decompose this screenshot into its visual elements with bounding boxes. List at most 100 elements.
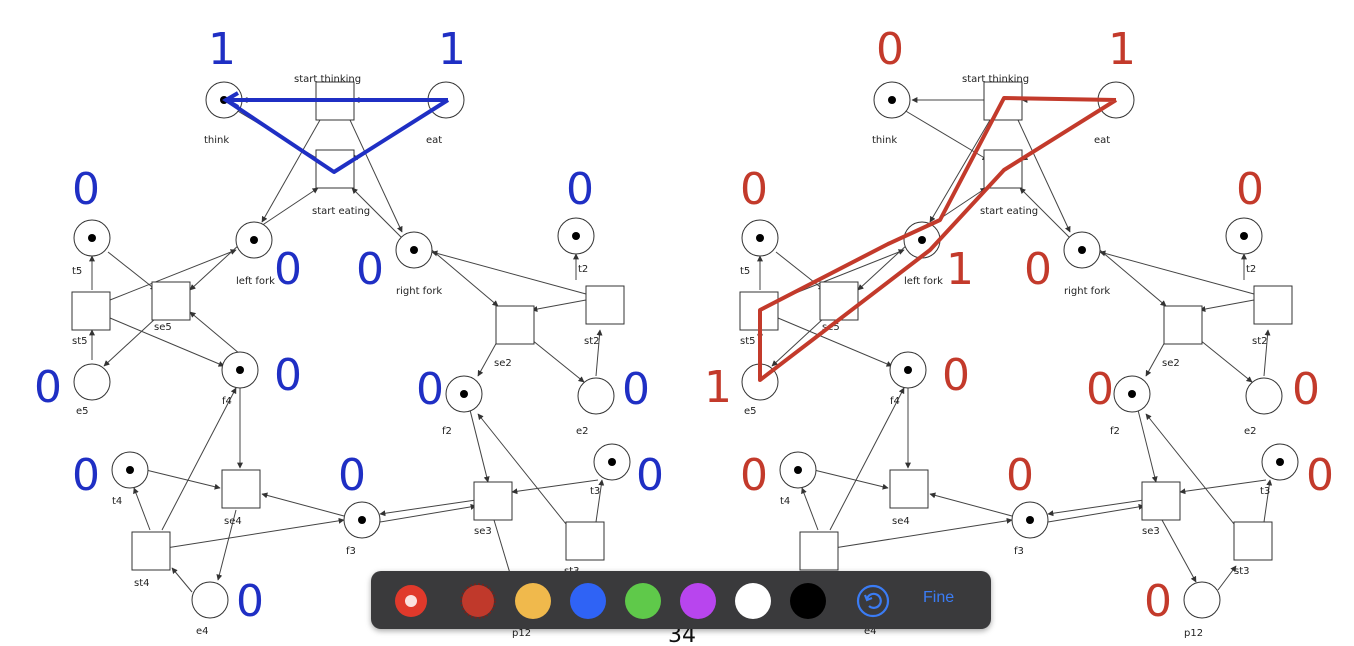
label-st5: st5 [740, 336, 756, 347]
label-think: think [872, 135, 897, 146]
label-se2: se2 [494, 358, 512, 369]
transitions-right [739, 81, 1293, 571]
transition-st4 [131, 531, 171, 571]
labels-right: start thinking start eating think eat le… [740, 74, 1270, 639]
label-f4: f4 [222, 396, 232, 407]
color-green[interactable] [625, 583, 661, 619]
label-right-fork: right fork [1064, 286, 1110, 297]
label-st4: st4 [134, 578, 150, 589]
place-e2 [1245, 377, 1283, 415]
transition-se4 [221, 469, 261, 509]
label-right-fork: right fork [396, 286, 442, 297]
label-t4: t4 [112, 496, 122, 507]
place-e2 [577, 377, 615, 415]
transition-st3 [1233, 521, 1273, 561]
label-t4: t4 [780, 496, 790, 507]
transition-st2 [1253, 285, 1293, 325]
label-se2: se2 [1162, 358, 1180, 369]
transition-st3 [565, 521, 605, 561]
transitions-left [71, 81, 625, 571]
color-white[interactable] [735, 583, 771, 619]
labels-left: start thinking start eating think eat le… [72, 74, 600, 639]
pen-tool-icon[interactable] [460, 583, 496, 619]
color-purple[interactable] [680, 583, 716, 619]
transition-se3 [473, 481, 513, 521]
count-t4: 0 [740, 450, 768, 501]
label-se4: se4 [892, 516, 910, 527]
transition-se3 [1141, 481, 1181, 521]
label-f2: f2 [442, 426, 452, 437]
label-st3: st3 [1234, 566, 1250, 577]
marker-tool-icon[interactable] [393, 583, 429, 619]
transition-st5 [71, 291, 111, 331]
label-eat: eat [1094, 135, 1110, 146]
count-t2: 0 [1236, 164, 1264, 215]
label-t5: t5 [72, 266, 82, 277]
count-t3: 0 [1306, 450, 1334, 501]
places-right [741, 81, 1299, 619]
color-blue[interactable] [570, 583, 606, 619]
transition-se4 [889, 469, 929, 509]
label-e4: e4 [196, 626, 209, 637]
transition-start-eating [315, 149, 355, 189]
label-se3: se3 [474, 526, 492, 537]
red-annotation-stroke [758, 96, 1118, 382]
label-f3: f3 [1014, 546, 1024, 557]
color-black[interactable] [790, 583, 826, 619]
blue-annotation-stroke [222, 91, 450, 174]
label-start-eating: start eating [312, 206, 370, 217]
count-f2: 0 [1086, 364, 1114, 415]
label-eat: eat [426, 135, 442, 146]
count-f4: 0 [942, 350, 970, 401]
petri-net-left [71, 81, 631, 619]
transition-se5 [819, 281, 859, 321]
annotation-counts-left: 1 1 0 0 0 0 0 0 0 0 0 0 0 0 [34, 24, 664, 627]
label-se3: se3 [1142, 526, 1160, 537]
label-left-fork: left fork [904, 276, 943, 287]
label-t5: t5 [740, 266, 750, 277]
place-e5 [73, 363, 111, 401]
transition-se2 [1163, 305, 1203, 345]
label-p12: p12 [512, 628, 531, 639]
label-se5: se5 [154, 322, 172, 333]
label-think: think [204, 135, 229, 146]
label-f2: f2 [1110, 426, 1120, 437]
count-f3: 0 [338, 450, 366, 501]
label-e4: e4 [864, 626, 877, 637]
label-start-thinking: start thinking [962, 74, 1029, 85]
count-t3: 0 [636, 450, 664, 501]
count-e2: 0 [622, 364, 650, 415]
label-f4: f4 [890, 396, 900, 407]
count-e5: 1 [704, 362, 732, 413]
label-start-thinking: start thinking [294, 74, 361, 85]
label-e5: e5 [76, 406, 89, 417]
count-t5: 0 [72, 164, 100, 215]
label-left-fork: left fork [236, 276, 275, 287]
transition-st2 [585, 285, 625, 325]
label-t2: t2 [1246, 264, 1256, 275]
count-e4: 0 [236, 576, 264, 627]
undo-icon[interactable] [855, 583, 891, 619]
done-button[interactable]: Fine [923, 589, 955, 606]
count-f2: 0 [416, 364, 444, 415]
count-eat: 1 [438, 24, 466, 75]
transition-se5 [151, 281, 191, 321]
label-start-eating: start eating [980, 206, 1038, 217]
count-f4: 0 [274, 350, 302, 401]
count-e2: 0 [1292, 364, 1320, 415]
count-f3: 0 [1006, 450, 1034, 501]
count-right-fork: 0 [356, 244, 384, 295]
label-e5: e5 [744, 406, 757, 417]
label-p12: p12 [1184, 628, 1203, 639]
count-p12: 0 [1144, 576, 1172, 627]
count-t2: 0 [566, 164, 594, 215]
count-t5: 0 [740, 164, 768, 215]
count-right-fork: 0 [1024, 244, 1052, 295]
count-left-fork: 0 [274, 244, 302, 295]
color-yellow[interactable] [515, 583, 551, 619]
count-eat: 1 [1108, 24, 1136, 75]
label-f3: f3 [346, 546, 356, 557]
place-e4 [191, 581, 229, 619]
annotation-counts-right: 0 1 0 1 0 0 1 0 0 0 0 0 0 0 [704, 24, 1334, 627]
